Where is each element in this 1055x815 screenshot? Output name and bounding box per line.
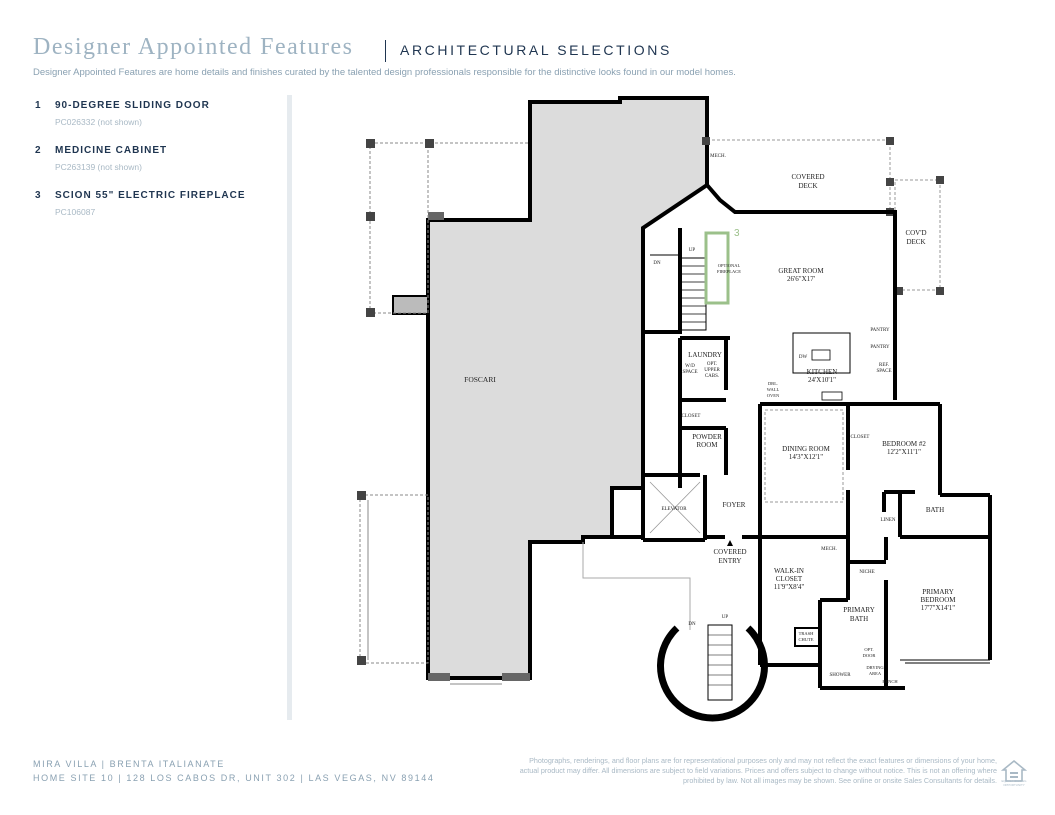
svg-text:14'3"X12'1": 14'3"X12'1" <box>789 453 823 461</box>
svg-text:OPT.: OPT. <box>707 362 717 367</box>
svg-text:MECH.: MECH. <box>821 547 837 552</box>
svg-text:ELEVATOR: ELEVATOR <box>661 507 687 512</box>
svg-text:BENCH: BENCH <box>882 679 898 684</box>
equal-housing-icon <box>1001 759 1027 782</box>
svg-text:WALK-IN: WALK-IN <box>774 567 804 575</box>
feature-list: 1 90-DEGREE SLIDING DOOR PC026332 (not s… <box>35 100 285 235</box>
svg-text:COVERED: COVERED <box>791 173 824 181</box>
equal-housing-text: EQUAL HOUSING OPPORTUNITY <box>1001 779 1027 787</box>
svg-text:CHUTE: CHUTE <box>799 637 814 642</box>
svg-text:CLOSET: CLOSET <box>851 435 870 440</box>
svg-text:DBL.: DBL. <box>768 381 778 386</box>
svg-text:POWDER: POWDER <box>692 433 722 441</box>
svg-text:UP: UP <box>722 615 729 620</box>
svg-text:DECK: DECK <box>906 238 925 246</box>
column <box>357 491 366 500</box>
svg-text:UP: UP <box>689 248 696 253</box>
kitchen-label: KITCHEN <box>807 368 838 376</box>
foscari-area <box>426 96 709 680</box>
svg-text:ROOM: ROOM <box>696 441 718 449</box>
svg-text:BEDROOM: BEDROOM <box>920 596 956 604</box>
svg-text:COV'D: COV'D <box>905 229 926 237</box>
feature-name: MEDICINE CABINET <box>55 145 168 156</box>
svg-text:DRYING: DRYING <box>866 665 884 670</box>
column <box>357 656 366 665</box>
svg-text:FOYER: FOYER <box>723 501 746 509</box>
bedroom2-label: BEDROOM #2 <box>882 440 926 448</box>
svg-text:OVEN: OVEN <box>767 393 780 398</box>
svg-text:OPT.: OPT. <box>864 647 873 652</box>
feature-code: PC106087 <box>55 207 96 217</box>
svg-text:CLOSET: CLOSET <box>776 575 803 583</box>
column <box>366 212 375 221</box>
svg-text:ENTRY: ENTRY <box>719 557 742 565</box>
feature-code: PC026332 (not shown) <box>55 117 142 127</box>
svg-text:11'9"X8'4": 11'9"X8'4" <box>774 583 805 591</box>
svg-text:FIREPLACE: FIREPLACE <box>717 269 741 274</box>
fireplace-callout-number: 3 <box>734 228 740 239</box>
column <box>366 139 375 148</box>
footer-disclaimer: Photographs, renderings, and floor plans… <box>519 756 997 785</box>
feature-number: 2 <box>35 145 41 156</box>
svg-text:NICHE: NICHE <box>859 570 874 575</box>
foscari-balcony <box>392 295 429 315</box>
feature-number: 3 <box>35 190 41 201</box>
svg-text:PANTRY: PANTRY <box>870 328 890 333</box>
svg-text:SPACE: SPACE <box>876 369 891 374</box>
svg-text:AREA: AREA <box>869 671 882 676</box>
svg-text:BATH: BATH <box>850 615 868 623</box>
column <box>425 139 434 148</box>
svg-text:DN: DN <box>653 261 661 266</box>
svg-text:REF.: REF. <box>879 363 889 368</box>
svg-text:UPPER: UPPER <box>704 368 720 373</box>
fireplace-callout <box>704 231 730 305</box>
feature-item: 2 MEDICINE CABINET PC263139 (not shown) <box>35 145 285 172</box>
svg-text:26'6"X17': 26'6"X17' <box>787 275 815 283</box>
svg-text:CABS.: CABS. <box>705 374 719 379</box>
svg-text:PRIMARY: PRIMARY <box>843 606 875 614</box>
page-title: Designer Appointed Features <box>33 34 354 60</box>
title-divider <box>385 40 386 62</box>
svg-text:MECH.: MECH. <box>710 154 726 159</box>
svg-text:LAUNDRY: LAUNDRY <box>688 351 722 359</box>
svg-text:SPACE: SPACE <box>682 370 697 375</box>
svg-text:WALL: WALL <box>767 387 780 392</box>
page-subtitle: ARCHITECTURAL SELECTIONS <box>400 42 672 58</box>
dining-room-label: DINING ROOM <box>782 445 830 453</box>
column <box>366 308 375 317</box>
foscari-label: FOSCARI <box>464 375 496 384</box>
svg-text:DW: DW <box>799 355 808 360</box>
footer-address: HOME SITE 10 | 128 LOS CABOS DR, UNIT 30… <box>33 773 435 783</box>
svg-text:DECK: DECK <box>798 182 817 190</box>
svg-text:DN: DN <box>688 622 696 627</box>
svg-text:CLOSET: CLOSET <box>682 414 701 419</box>
svg-text:W/D: W/D <box>685 364 695 369</box>
sidebar-divider <box>287 95 292 720</box>
feature-name: SCION 55" ELECTRIC FIREPLACE <box>55 190 246 201</box>
svg-text:PRIMARY: PRIMARY <box>922 588 954 596</box>
svg-text:TRASH: TRASH <box>799 631 815 636</box>
svg-text:SHOWER: SHOWER <box>829 673 851 678</box>
svg-text:PANTRY: PANTRY <box>870 345 890 350</box>
feature-item: 1 90-DEGREE SLIDING DOOR PC026332 (not s… <box>35 100 285 127</box>
column <box>428 212 444 220</box>
svg-text:12'2"X11'1": 12'2"X11'1" <box>887 448 921 456</box>
feature-code: PC263139 (not shown) <box>55 162 142 172</box>
feature-item: 3 SCION 55" ELECTRIC FIREPLACE PC106087 <box>35 190 285 217</box>
svg-text:LINEN: LINEN <box>881 518 896 523</box>
svg-text:17'7"X14'1": 17'7"X14'1" <box>921 604 955 612</box>
svg-text:24'X10'1": 24'X10'1" <box>808 376 836 384</box>
feature-number: 1 <box>35 100 41 111</box>
svg-text:COVERED: COVERED <box>713 548 746 556</box>
great-room-label: GREAT ROOM <box>778 267 824 275</box>
page-description: Designer Appointed Features are home det… <box>33 67 736 78</box>
svg-text:OPTIONAL: OPTIONAL <box>718 263 741 268</box>
svg-text:DOOR: DOOR <box>863 653 876 658</box>
svg-text:BATH: BATH <box>926 506 944 514</box>
terrace-outline <box>369 142 429 314</box>
footer-community: MIRA VILLA | BRENTA ITALIANATE <box>33 759 225 769</box>
feature-name: 90-DEGREE SLIDING DOOR <box>55 100 210 111</box>
